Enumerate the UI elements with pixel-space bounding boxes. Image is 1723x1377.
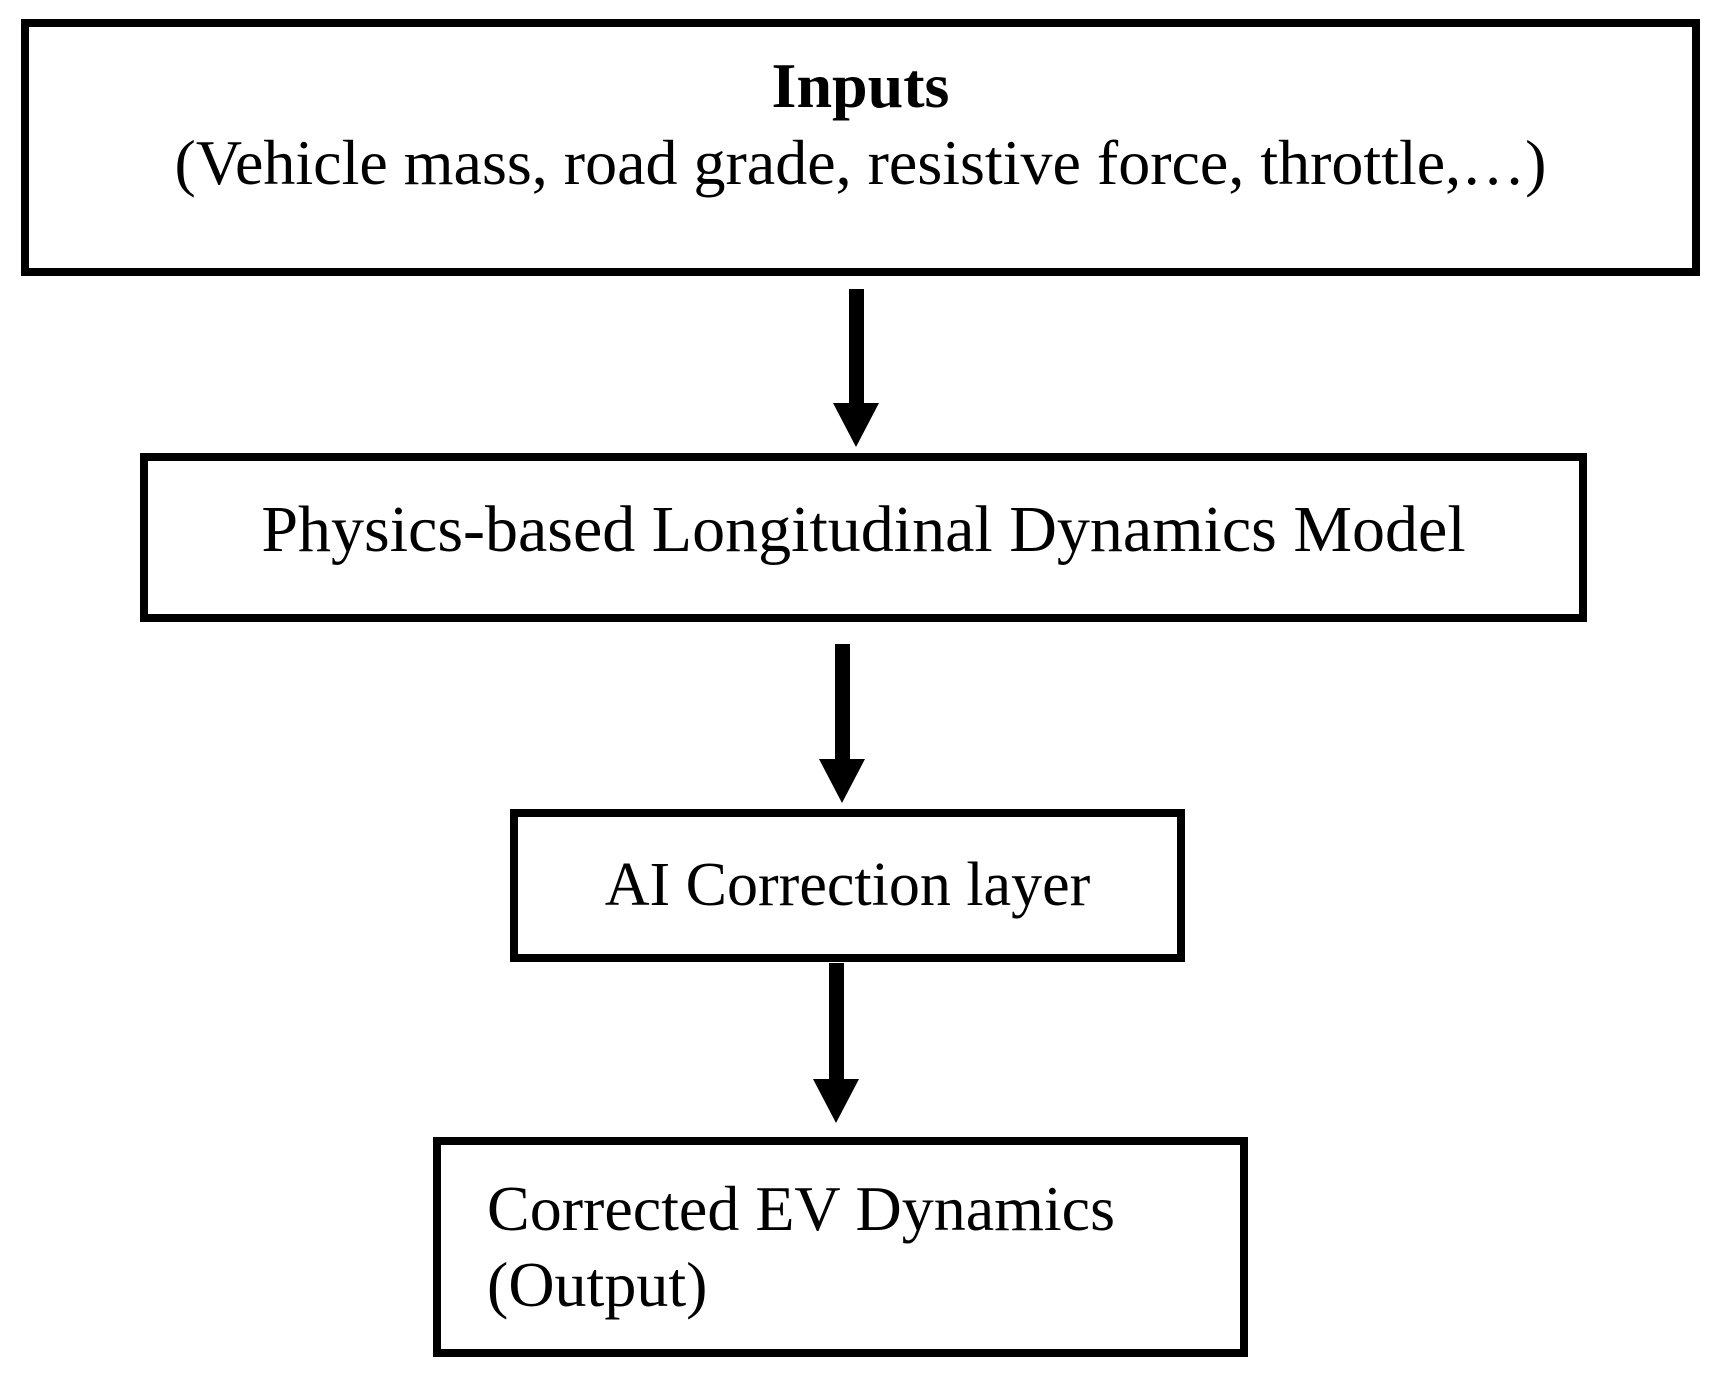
arrow-shaft	[834, 644, 850, 759]
node-corrected-output: Corrected EV Dynamics (Output)	[433, 1137, 1248, 1357]
arrow-physics-to-ai	[819, 644, 865, 803]
node-physics-model: Physics-based Longitudinal Dynamics Mode…	[140, 453, 1587, 622]
arrow-inputs-to-physics	[833, 289, 879, 447]
node-corrected-output-line2: (Output)	[487, 1249, 708, 1320]
node-ai-correction-layer-label: AI Correction layer	[604, 851, 1091, 920]
arrow-shaft	[848, 289, 864, 403]
arrow-down-icon	[833, 403, 879, 447]
node-inputs: Inputs (Vehicle mass, road grade, resist…	[21, 19, 1700, 276]
node-inputs-subtitle: (Vehicle mass, road grade, resistive for…	[174, 127, 1547, 198]
arrow-down-icon	[813, 1079, 859, 1123]
arrow-shaft	[828, 963, 844, 1079]
node-ai-correction-layer: AI Correction layer	[510, 809, 1185, 962]
arrow-ai-to-output	[813, 963, 859, 1123]
arrow-down-icon	[819, 759, 865, 803]
node-physics-model-label: Physics-based Longitudinal Dynamics Mode…	[261, 493, 1466, 567]
node-corrected-output-line1: Corrected EV Dynamics	[487, 1173, 1115, 1244]
node-inputs-title: Inputs	[771, 50, 950, 121]
